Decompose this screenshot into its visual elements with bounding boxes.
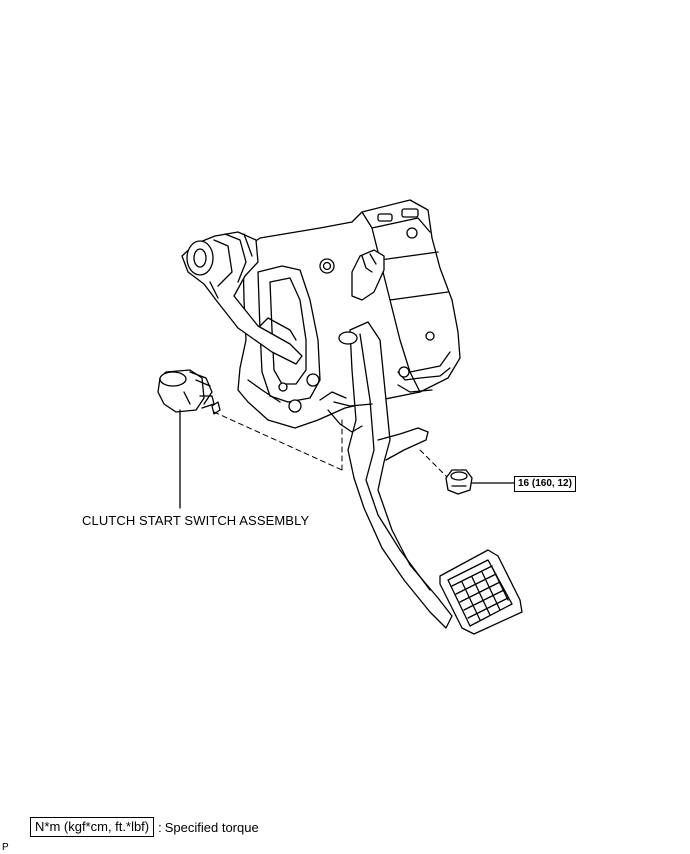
nut-icon	[445, 469, 473, 495]
stop-light-switch	[351, 249, 385, 301]
clutch-start-switch-icon	[157, 369, 221, 415]
corner-mark: P	[2, 842, 9, 853]
master-cylinder	[181, 231, 303, 365]
clutch-pedal-arm	[319, 321, 453, 629]
assembly-dashed-lines	[213, 411, 449, 479]
torque-legend: N*m (kgf*cm, ft.*lbf) : Specified torque	[30, 817, 259, 837]
legend-text: Specified torque	[164, 819, 259, 835]
bracket-bolts	[278, 227, 435, 413]
torque-spec-box: 16 (160, 12)	[514, 476, 576, 492]
clutch-start-switch-label: CLUTCH START SWITCH ASSEMBLY	[82, 513, 310, 528]
legend-unit-box: N*m (kgf*cm, ft.*lbf)	[30, 817, 155, 837]
legend-separator: :	[158, 819, 162, 835]
pedal-pad	[439, 549, 523, 635]
pedal-bracket	[237, 199, 461, 429]
